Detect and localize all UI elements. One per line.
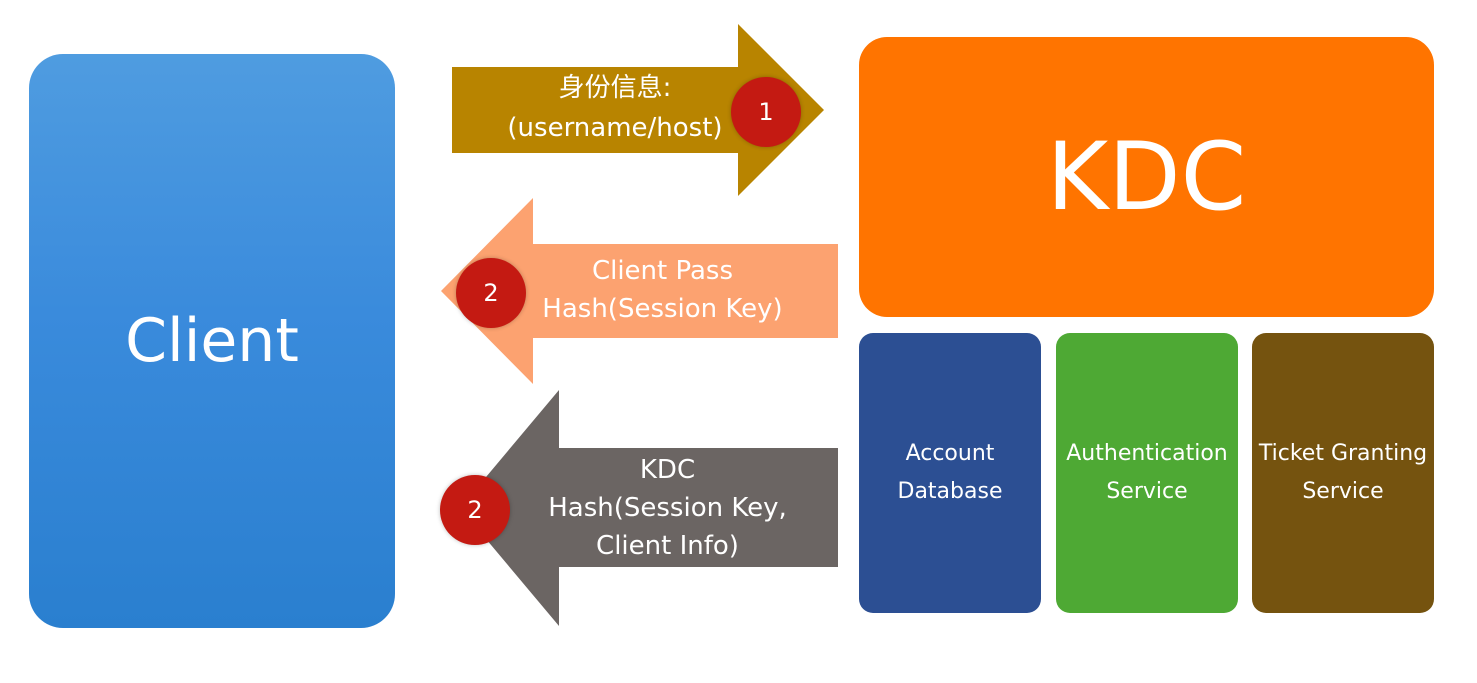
ticket-granting-service-line-2: Service xyxy=(1302,479,1384,504)
step-badge-2-client-pass: 2 xyxy=(456,258,526,328)
arrow-identity-request-label: 身份信息: (username/host) xyxy=(480,68,750,148)
step-badge-2-kdc: 2 xyxy=(440,475,510,545)
arrow-client-pass-response xyxy=(441,198,838,384)
arrow-kdc-response-line-1: KDC xyxy=(639,454,696,485)
kdc-label: KDC xyxy=(1046,122,1247,232)
authentication-service-line-1: Authentication xyxy=(1066,441,1228,466)
ticket-granting-service-line-1: Ticket Granting xyxy=(1258,441,1428,466)
arrow-client-pass-response-line-1: Client Pass xyxy=(591,256,734,286)
arrow-identity-request-line-1: 身份信息: xyxy=(558,73,672,103)
authentication-service-box: Authentication Service xyxy=(1056,333,1238,613)
ticket-granting-service-box: Ticket Granting Service xyxy=(1252,333,1434,613)
step-badge-1: 1 xyxy=(731,77,801,147)
account-database-line-2: Database xyxy=(897,479,1003,504)
authentication-service-line-2: Service xyxy=(1106,479,1188,504)
arrow-identity-request xyxy=(452,24,824,196)
arrow-kdc-response-label: KDC Hash(Session Key, Client Info) xyxy=(505,450,830,565)
arrow-kdc-response-line-2: Hash(Session Key, xyxy=(548,492,787,523)
arrow-client-pass-response-label: Client Pass Hash(Session Key) xyxy=(505,250,820,330)
arrow-client-pass-response-line-2: Hash(Session Key) xyxy=(542,294,783,324)
step-badge-2-kdc-number: 2 xyxy=(467,496,483,524)
step-badge-2-client-pass-number: 2 xyxy=(483,279,499,307)
arrow-identity-request-line-2: (username/host) xyxy=(507,113,723,143)
kdc-box: KDC xyxy=(859,37,1434,317)
client-box: Client xyxy=(29,54,395,628)
account-database-line-1: Account xyxy=(905,441,995,466)
arrow-kdc-response-line-3: Client Info) xyxy=(596,530,739,561)
arrow-kdc-response xyxy=(460,390,838,626)
step-badge-1-number: 1 xyxy=(758,98,774,126)
account-database-box: Account Database xyxy=(859,333,1041,613)
client-label: Client xyxy=(125,306,299,376)
